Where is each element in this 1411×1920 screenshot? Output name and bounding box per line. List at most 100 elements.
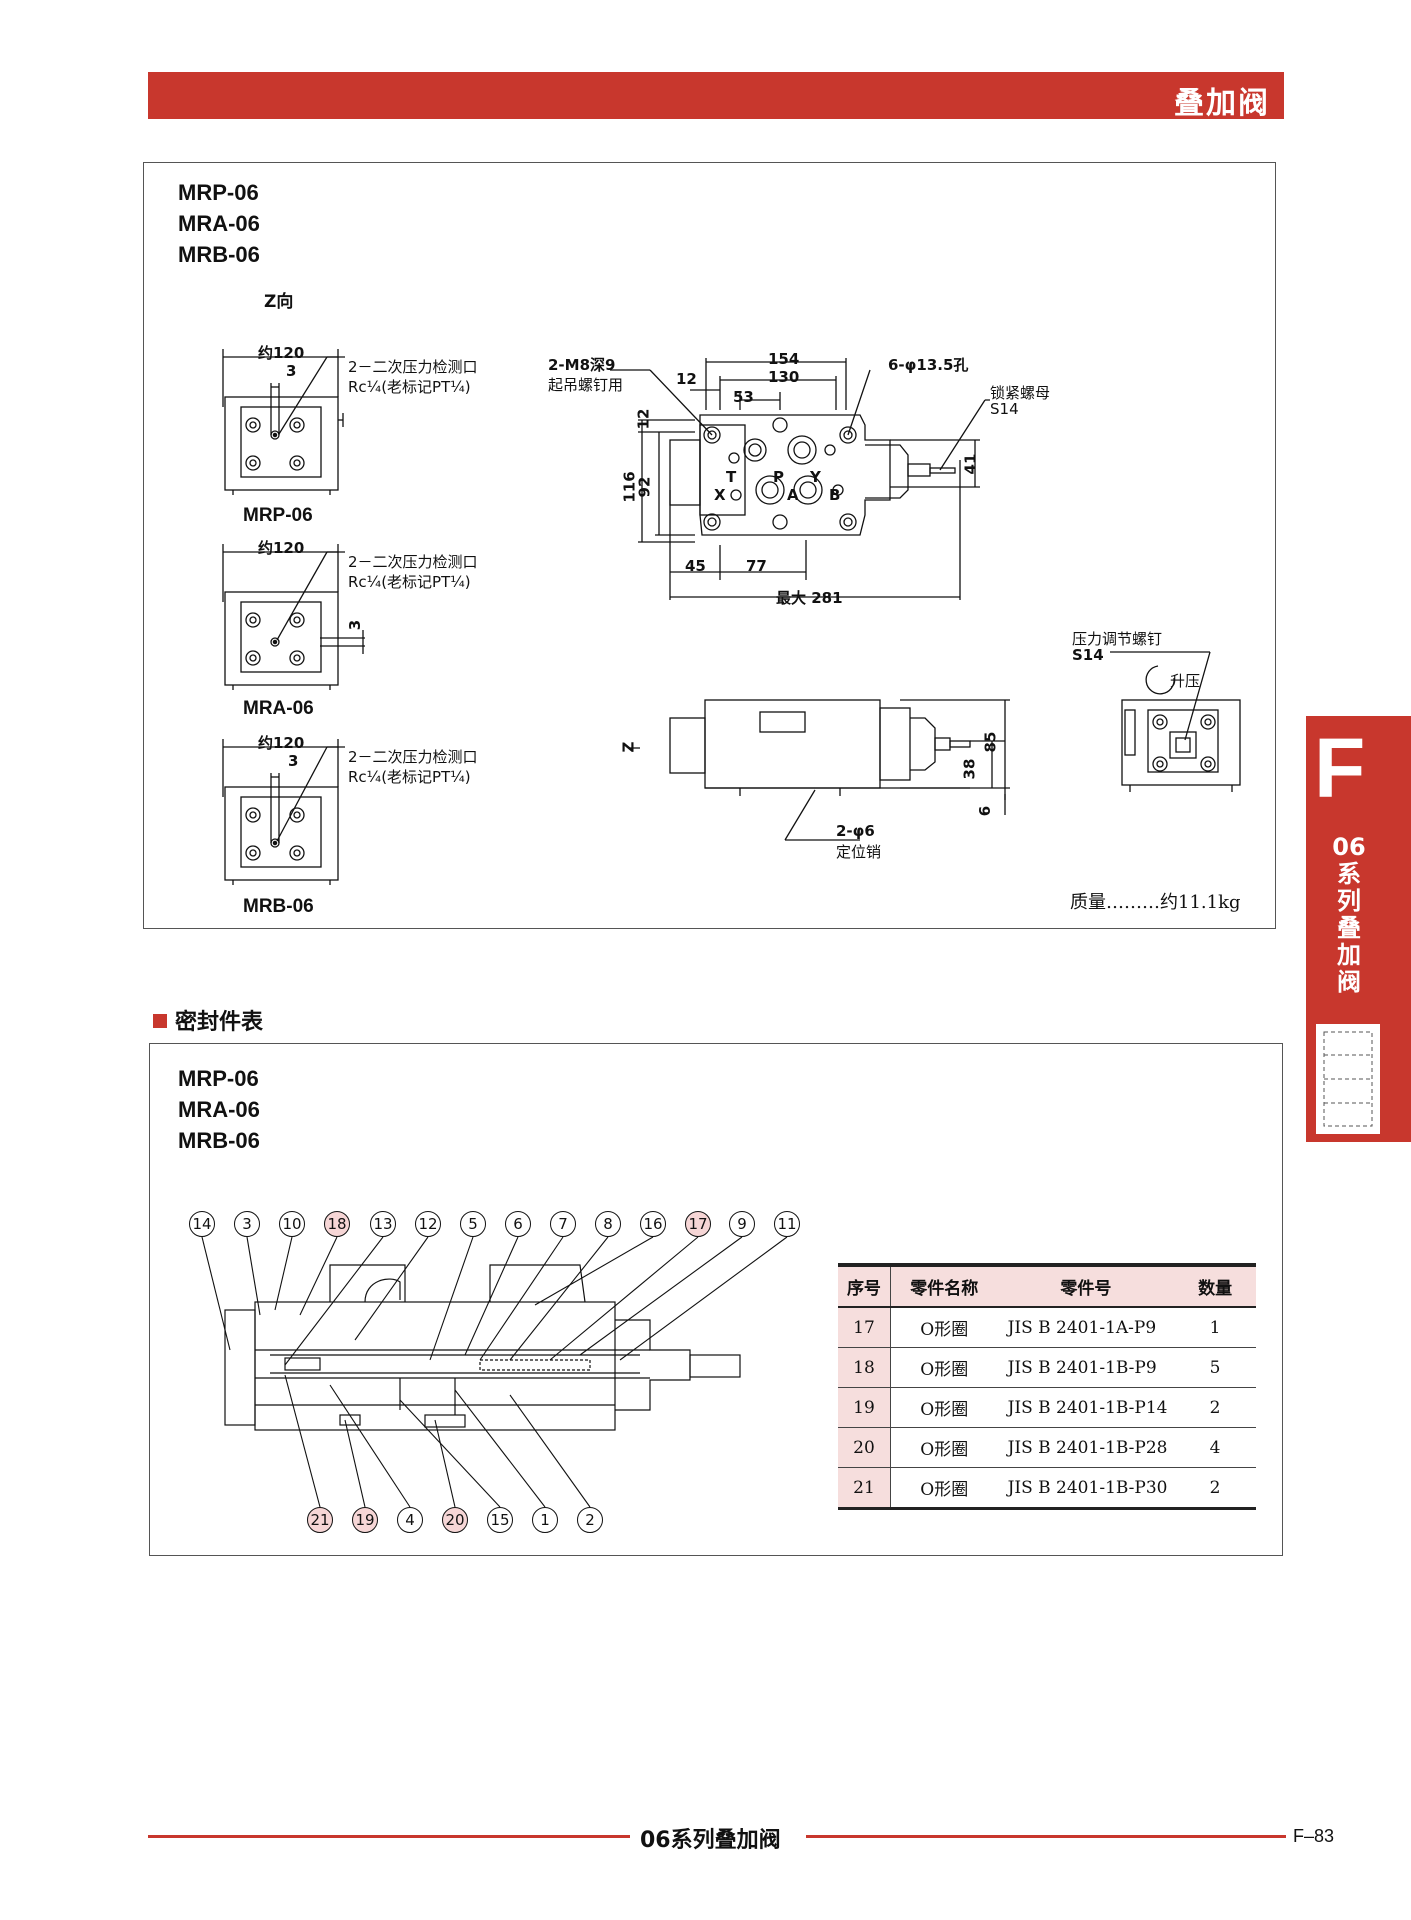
- dim-154: 154: [768, 350, 800, 368]
- header-bar: 叠加阀: [148, 72, 1284, 121]
- port-y: Y: [810, 468, 821, 486]
- callout-number: 1: [532, 1507, 558, 1533]
- view-model: MRP-06: [243, 505, 313, 526]
- dim-offset: 3: [346, 619, 365, 631]
- port-a: A: [787, 486, 799, 504]
- dim-12-top: 12: [676, 370, 697, 388]
- z-view-drawings: [222, 349, 365, 885]
- tab-index-boxes: [1316, 1024, 1380, 1134]
- col-header: 零件名称: [890, 1263, 998, 1308]
- cell-name: O形圈: [890, 1467, 998, 1510]
- dim-max: 最大 281: [776, 589, 843, 607]
- table-row: 21 O形圈 JIS B 2401-1B-P30 2: [838, 1467, 1256, 1510]
- callout-number: 11: [774, 1211, 800, 1237]
- dim-offset: 3: [288, 752, 299, 770]
- port-t: T: [726, 468, 737, 486]
- cell-qty: 2: [1174, 1387, 1256, 1428]
- z-view-label: Z向: [264, 292, 294, 312]
- model-list: MRP-06 MRA-06 MRB-06: [178, 177, 260, 270]
- callout-number: 21: [307, 1507, 333, 1533]
- pin-label: 2-φ6: [836, 822, 875, 840]
- screw-size: S14: [1072, 646, 1104, 664]
- callout-number: 20: [442, 1507, 468, 1533]
- callout-number: 18: [324, 1211, 350, 1237]
- table-row: 20 O形圈 JIS B 2401-1B-P28 4: [838, 1427, 1256, 1468]
- cell-no: 18: [838, 1347, 891, 1388]
- dim-6: 6: [976, 805, 995, 817]
- cell-part: JIS B 2401-1B-P14: [997, 1387, 1175, 1428]
- seal-table: 序号 零件名称 零件号 数量 17 O形圈 JIS B 2401-1A-P9 1…: [838, 1263, 1256, 1510]
- callout-number: 19: [352, 1507, 378, 1533]
- dim-12-side: 12: [634, 408, 653, 430]
- cell-name: O形圈: [890, 1387, 998, 1428]
- port-b: B: [829, 486, 841, 504]
- cell-qty: 5: [1174, 1347, 1256, 1388]
- side-view-drawing: [628, 699, 1010, 841]
- seal-frame: [149, 1043, 1283, 1556]
- cell-part: JIS B 2401-1B-P28: [997, 1427, 1175, 1468]
- col-header: 序号: [838, 1263, 891, 1308]
- model-name: MRA-06: [178, 1097, 260, 1122]
- cell-qty: 2: [1174, 1467, 1256, 1510]
- drawing-frame: [143, 162, 1276, 929]
- cell-name: O形圈: [890, 1347, 998, 1388]
- callout-number: 5: [460, 1211, 486, 1237]
- port-label: Rc¼(老标记PT¼): [348, 573, 471, 591]
- pin-label: 定位销: [836, 843, 882, 861]
- cell-no: 20: [838, 1427, 891, 1468]
- dim-width: 约120: [258, 344, 305, 362]
- callout-number: 16: [640, 1211, 666, 1237]
- dim-53: 53: [733, 388, 754, 406]
- bolt-label: 2-M8深9: [548, 356, 616, 374]
- bolt-label: 起吊螺钉用: [548, 376, 624, 394]
- rise-label: 升压: [1170, 672, 1201, 690]
- dim-92: 92: [635, 476, 654, 498]
- dim-130: 130: [768, 368, 800, 386]
- section-drawing: [201, 1236, 788, 1508]
- cell-name: O形圈: [890, 1427, 998, 1468]
- callout-number: 3: [234, 1211, 260, 1237]
- port-label: 2－二次压力检测口: [348, 553, 478, 571]
- mrb-view: [222, 739, 345, 885]
- dim-41: 41: [961, 453, 980, 475]
- dim-width: 约120: [258, 539, 305, 557]
- callout-number: 7: [550, 1211, 576, 1237]
- port-label: 2－二次压力检测口: [348, 748, 478, 766]
- table-row: 18 O形圈 JIS B 2401-1B-P9 5: [838, 1347, 1256, 1388]
- mrp-view: [222, 349, 345, 495]
- port-x: X: [714, 486, 726, 504]
- mra-view: [222, 544, 365, 690]
- cell-name: O形圈: [890, 1307, 998, 1348]
- cell-no: 17: [838, 1307, 891, 1348]
- callout-number: 4: [397, 1507, 423, 1533]
- view-model: MRB-06: [243, 896, 314, 917]
- port-p: P: [773, 468, 784, 486]
- table-row: 17 O形圈 JIS B 2401-1A-P9 1: [838, 1307, 1256, 1348]
- footer-title: 06系列叠加阀: [640, 1828, 781, 1853]
- port-label: Rc¼(老标记PT¼): [348, 378, 471, 396]
- nut-label: 锁紧螺母: [990, 384, 1051, 402]
- section-tab[interactable]: F 06 系 列 叠 加 阀: [1306, 716, 1411, 1142]
- footer-line-right: [806, 1835, 1286, 1838]
- tab-letter: F: [1314, 721, 1366, 815]
- port-label: Rc¼(老标记PT¼): [348, 768, 471, 786]
- mass-label: 质量………约11.1kg: [1070, 892, 1241, 913]
- callout-number: 8: [595, 1211, 621, 1237]
- dim-45: 45: [685, 557, 706, 575]
- callout-number: 12: [415, 1211, 441, 1237]
- dim-width: 约120: [258, 734, 305, 752]
- screw-label: 压力调节螺钉: [1072, 630, 1163, 648]
- port-label: 2－二次压力检测口: [348, 358, 478, 376]
- col-header: 数量: [1174, 1263, 1256, 1308]
- adjust-view-drawing: [1110, 651, 1241, 792]
- nut-label: S14: [990, 400, 1019, 418]
- callout-number: 15: [487, 1507, 513, 1533]
- seal-section-title: 密封件表: [153, 1004, 263, 1036]
- dim-38: 38: [960, 758, 979, 780]
- model-name: MRB-06: [178, 242, 260, 267]
- cell-no: 19: [838, 1387, 891, 1428]
- cell-qty: 4: [1174, 1427, 1256, 1468]
- z-arrow-label: Z: [619, 741, 638, 753]
- callout-number: 6: [505, 1211, 531, 1237]
